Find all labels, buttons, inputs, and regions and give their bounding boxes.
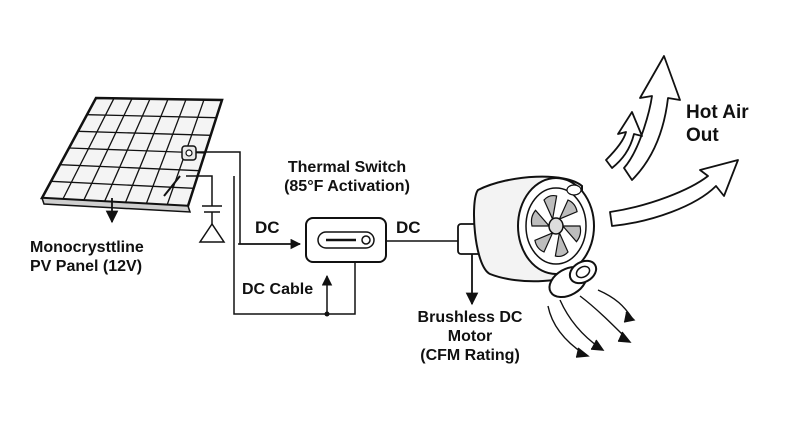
exhaust-swirl-arrows xyxy=(547,289,636,358)
fan-blade xyxy=(561,225,582,243)
fan-lower-outlet xyxy=(548,259,598,299)
dc-wiring xyxy=(186,151,460,315)
dc-output-label: DC xyxy=(396,218,421,237)
wire-junction-dot xyxy=(324,311,330,317)
fan-blade xyxy=(554,230,569,258)
motor-label-line1: Brushless DC xyxy=(417,309,523,326)
ground-symbol-icon xyxy=(198,205,226,243)
dc-cable-label: DC Cable xyxy=(242,281,314,298)
hot-air-arrows xyxy=(605,55,739,227)
fan-blade xyxy=(558,199,578,221)
hot-air-out-label-line1: Hot Air xyxy=(686,102,749,123)
thermal-switch-label-line2: (85°F Activation) xyxy=(284,178,410,196)
panel-grid-line xyxy=(77,130,211,136)
hot-air-out-label-line2: Out xyxy=(686,124,719,146)
motor-label: Brushless DC Motor (CFM Rating) xyxy=(400,308,540,366)
pv-panel-label: Monocrysttline PV Panel (12V) xyxy=(30,238,144,276)
pv-panel-label-line1: Monocrysttline xyxy=(30,239,144,256)
fan-blade xyxy=(543,194,558,222)
fan-blades xyxy=(530,194,582,258)
thermal-switch-label-line1: Thermal Switch xyxy=(287,159,407,176)
hot-air-out-label: Hot Air Out xyxy=(686,102,776,148)
pv-panel-label-line2: PV Panel (12V) xyxy=(30,258,143,276)
fan-housing xyxy=(473,175,595,283)
motor-label-line3: (CFM Rating) xyxy=(420,347,520,365)
solar-panel xyxy=(39,96,224,213)
fan-blade xyxy=(534,231,554,253)
fan-blade xyxy=(530,209,551,227)
thermal-switch xyxy=(305,217,387,263)
motor-label-line2: Motor xyxy=(447,328,493,346)
panel-grid-line xyxy=(86,114,217,119)
dc-input-label: DC xyxy=(255,218,280,237)
thermal-switch-label: Thermal Switch (85°F Activation) xyxy=(262,158,432,196)
panel-grid-line xyxy=(59,164,200,172)
